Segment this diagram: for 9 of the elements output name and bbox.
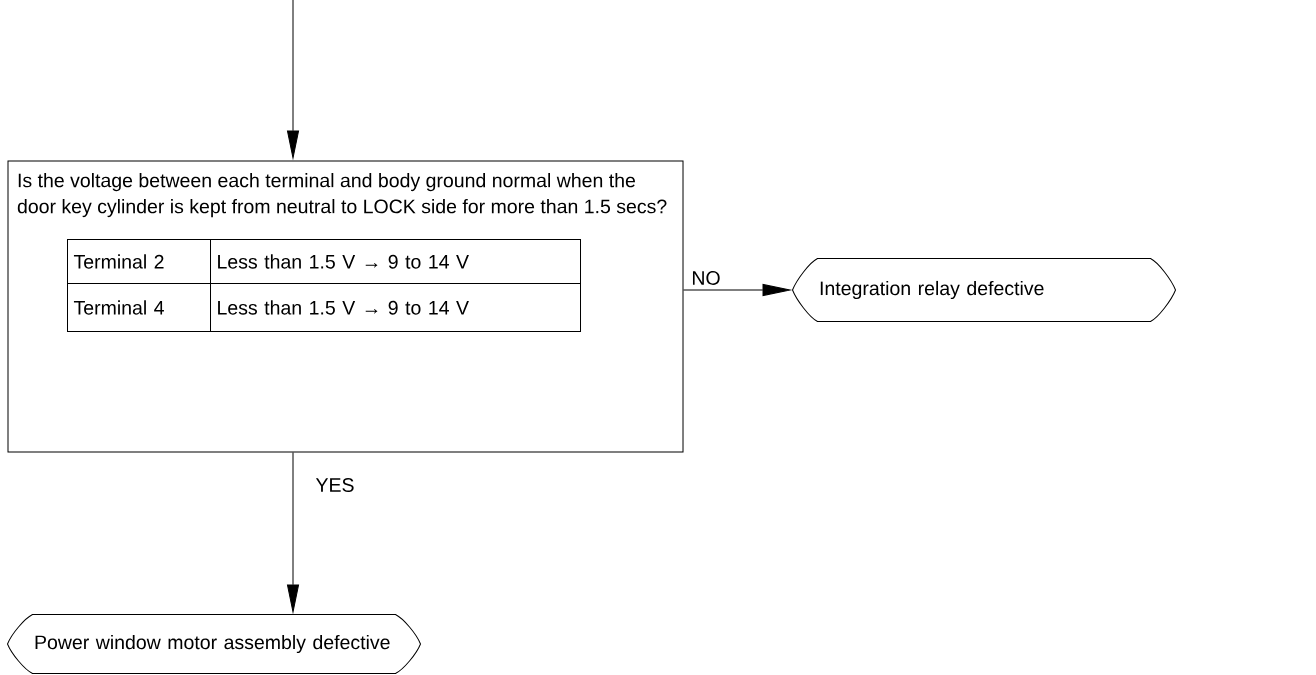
arrow — [287, 452, 300, 613]
arrow — [683, 284, 791, 297]
table-cell: Terminal 4 — [67, 283, 211, 332]
table-cell: Terminal 2 — [67, 239, 211, 284]
arrow — [287, 0, 300, 159]
edge-label: YES — [313, 476, 357, 494]
table-cell: Less than 1.5 V → 9 to 14 V — [210, 239, 581, 284]
edge-label: NO — [689, 269, 723, 287]
table-cell: Less than 1.5 V → 9 to 14 V — [210, 283, 581, 332]
